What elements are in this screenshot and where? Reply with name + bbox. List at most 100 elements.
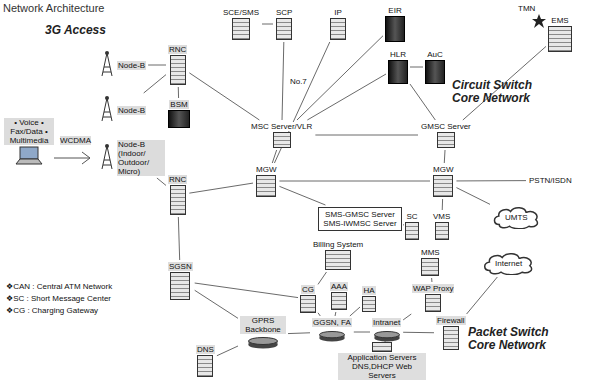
server-icon	[421, 258, 439, 276]
router-icon	[319, 328, 345, 346]
element-label: WAP Proxy	[412, 284, 454, 293]
connector-line	[157, 178, 166, 185]
element-label: RNC	[168, 45, 187, 54]
connector-line	[318, 313, 320, 316]
server-icon	[330, 18, 346, 40]
connector-line	[403, 314, 411, 320]
router-icon	[248, 335, 278, 353]
element-label: MGW	[255, 165, 277, 174]
network-region: Packet Switch Core NetworkSGSNCGAAAHAWAP…	[140, 228, 592, 387]
server-icon	[170, 272, 190, 300]
connector-line	[318, 272, 326, 284]
server-icon	[435, 222, 449, 240]
network-element: RNC	[168, 45, 187, 85]
connector-line	[297, 36, 383, 120]
network-element: VMS	[432, 212, 451, 240]
network-region: 3G Access• Voice • Fax/Data • Multimedia…	[0, 18, 215, 263]
connector-line	[189, 183, 253, 193]
antenna-icon	[100, 95, 114, 125]
annotation-label: WCDMA	[60, 136, 91, 145]
connector-line	[178, 217, 179, 260]
server-icon	[232, 18, 250, 40]
server-icon	[256, 175, 276, 197]
wireless-waves	[52, 148, 92, 168]
router-drawing	[319, 331, 345, 342]
router-drawing	[248, 337, 278, 349]
element-label: SGSN	[168, 262, 193, 271]
connector-line	[195, 290, 238, 318]
element-label: SC	[405, 212, 418, 221]
connector-line	[272, 150, 276, 163]
tmn-star	[532, 14, 546, 28]
network-element: WAP Proxy	[412, 284, 454, 312]
element-label: CG	[301, 285, 315, 294]
network-element: SGSN	[168, 262, 193, 300]
network-element: AAA	[330, 282, 348, 310]
server-icon	[170, 55, 186, 85]
network-element: PSTN/ISDN	[528, 176, 573, 185]
connector-line	[335, 312, 337, 316]
laptop-drawing	[15, 146, 43, 166]
server-icon	[437, 132, 455, 148]
element-label: IP	[333, 8, 343, 17]
antenna-icon	[100, 50, 114, 80]
element-label: AuC	[426, 50, 444, 59]
antenna-drawing	[100, 95, 114, 121]
element-label: SCE/SMS	[222, 8, 260, 17]
antenna-drawing	[100, 143, 114, 169]
network-cloud: Internet	[482, 252, 535, 275]
element-label: Application Servers DNS,DHCP Web Servers	[338, 353, 426, 380]
network-element: HLR	[388, 50, 408, 84]
element-label: Internet	[494, 259, 523, 268]
antenna-drawing	[100, 50, 114, 76]
network-element: Node-B	[100, 95, 146, 125]
element-label: VMS	[432, 212, 451, 221]
element-label: Node-B (Indoor/ Outdoor/ Micro)	[117, 140, 165, 176]
network-element: MSC Server/VLR	[250, 122, 313, 148]
server-icon-dark	[425, 60, 445, 84]
element-label: MSC Server/VLR	[250, 122, 313, 131]
server-icon	[170, 185, 186, 215]
connector-line	[350, 307, 360, 316]
network-element: BSM	[168, 100, 190, 128]
network-element: AuC	[425, 50, 445, 84]
server-icon	[325, 250, 351, 270]
network-element: Application Servers DNS,DHCP Web Servers	[338, 342, 426, 380]
router-drawing	[374, 331, 400, 342]
region-title: Circuit Switch Core Network	[452, 79, 544, 105]
connector-line	[282, 42, 284, 120]
network-element: MMS	[420, 248, 441, 276]
element-label: AAA	[330, 282, 348, 291]
element-label: GGSN, FA	[312, 318, 352, 327]
connector-line	[189, 73, 259, 120]
server-icon	[197, 355, 213, 377]
server-icon	[362, 296, 376, 312]
network-element: • Voice • Fax/Data • Multimedia	[4, 118, 54, 170]
element-label: MGW	[432, 165, 454, 174]
network-element: GPRS Backbone	[240, 316, 286, 353]
connector-line	[144, 75, 166, 93]
annotation-label: TMN	[518, 4, 535, 13]
diagram-title: Network Architecture	[3, 2, 104, 14]
server-icon	[331, 292, 347, 310]
element-label: Intranet	[372, 318, 401, 327]
connector-line	[262, 24, 273, 25]
connector-line	[403, 224, 404, 225]
element-label: Node-B	[117, 106, 146, 115]
element-label: RNC	[168, 175, 187, 184]
network-element: SC	[405, 212, 419, 240]
connector-line	[431, 278, 432, 282]
connector-line	[315, 135, 418, 136]
element-label: Node-B	[117, 61, 146, 70]
server-icon	[273, 132, 291, 148]
connector-line	[467, 277, 498, 314]
network-element: MGW	[255, 165, 277, 197]
connector-line	[178, 87, 179, 98]
connector-line	[442, 199, 443, 210]
server-icon-dark	[385, 16, 405, 42]
connector-line	[444, 150, 446, 163]
server-icon	[548, 26, 572, 52]
connector-line	[403, 332, 434, 333]
network-element: EMS	[548, 16, 572, 52]
